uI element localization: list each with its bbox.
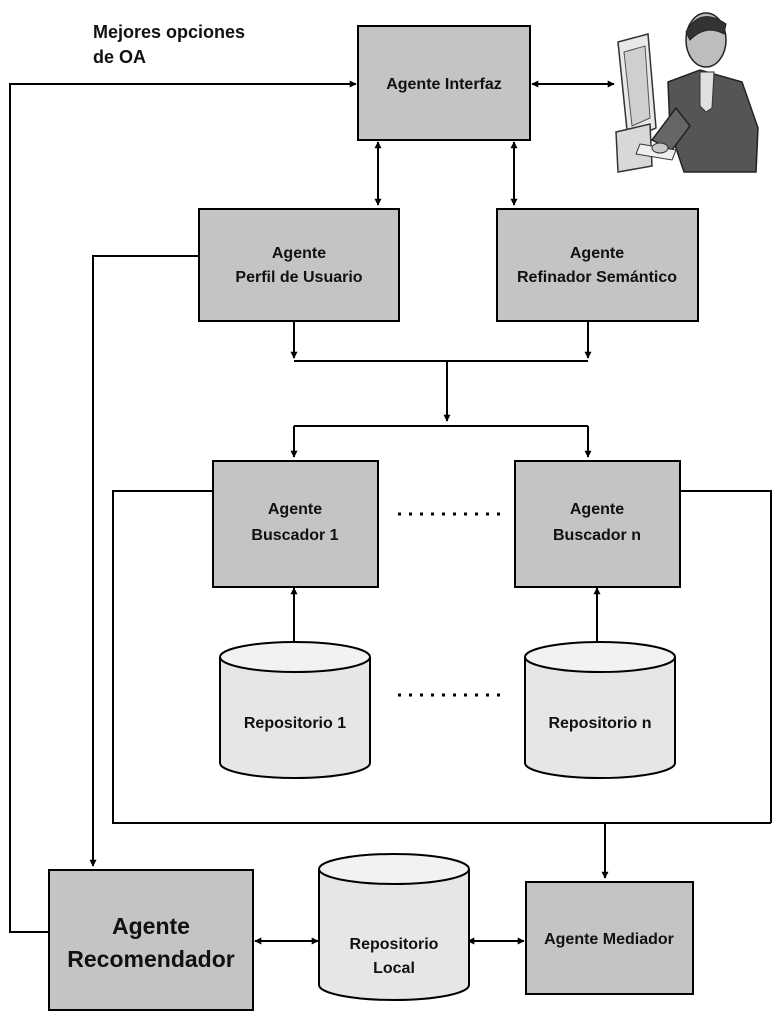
- agent-mediador: Agente Mediador: [525, 881, 694, 995]
- agent-buscador-1: Agente Buscador 1: [212, 460, 379, 588]
- repositorio-local-line2: Local: [373, 960, 415, 977]
- agent-perfil-line1: Agente: [272, 245, 326, 262]
- agent-recomendador-line1: Agente: [112, 913, 190, 939]
- agent-perfil-usuario: Agente Perfil de Usuario: [198, 208, 400, 322]
- agent-perfil-line2: Perfil de Usuario: [235, 269, 362, 286]
- user-at-computer-icon: [615, 12, 759, 173]
- agent-recomendador: Agente Recomendador: [48, 869, 254, 1011]
- connector-perfil-to-recomendador: [89, 255, 198, 867]
- connector-buscador1-collect: [112, 490, 771, 824]
- connector-buscadorn-collect: [680, 490, 772, 823]
- agent-buscador1-line2: Buscador 1: [251, 527, 338, 544]
- repositorio-n-label: Repositorio n: [548, 715, 651, 732]
- repositorio-1-label: Repositorio 1: [244, 715, 346, 732]
- agent-interfaz: Agente Interfaz: [357, 25, 531, 141]
- header-label-line1: Mejores opciones: [93, 22, 245, 42]
- header-label-line2: de OA: [93, 47, 146, 67]
- repositorio-local-line1: Repositorio: [350, 936, 439, 953]
- header-label: Mejores opciones de OA: [93, 22, 245, 67]
- agent-buscadorn-line1: Agente: [570, 501, 624, 518]
- agent-buscadorn-line2: Buscador n: [553, 527, 641, 544]
- repositorio-1: Repositorio 1: [219, 641, 371, 779]
- agent-recomendador-line2: Recomendador: [67, 946, 234, 972]
- agent-buscador-n: Agente Buscador n: [514, 460, 681, 588]
- repositorio-local: Repositorio Local: [318, 853, 470, 1001]
- agent-interfaz-label: Agente Interfaz: [386, 76, 502, 93]
- connector-recomendador-to-interfaz: [9, 80, 357, 933]
- agent-refinador-line1: Agente: [570, 245, 624, 262]
- agent-refinador-semantico: Agente Refinador Semántico: [496, 208, 699, 322]
- agent-mediador-label: Agente Mediador: [544, 931, 674, 948]
- repositorio-n: Repositorio n: [524, 641, 676, 779]
- agent-refinador-line2: Refinador Semántico: [517, 269, 677, 286]
- agent-buscador1-line1: Agente: [268, 501, 322, 518]
